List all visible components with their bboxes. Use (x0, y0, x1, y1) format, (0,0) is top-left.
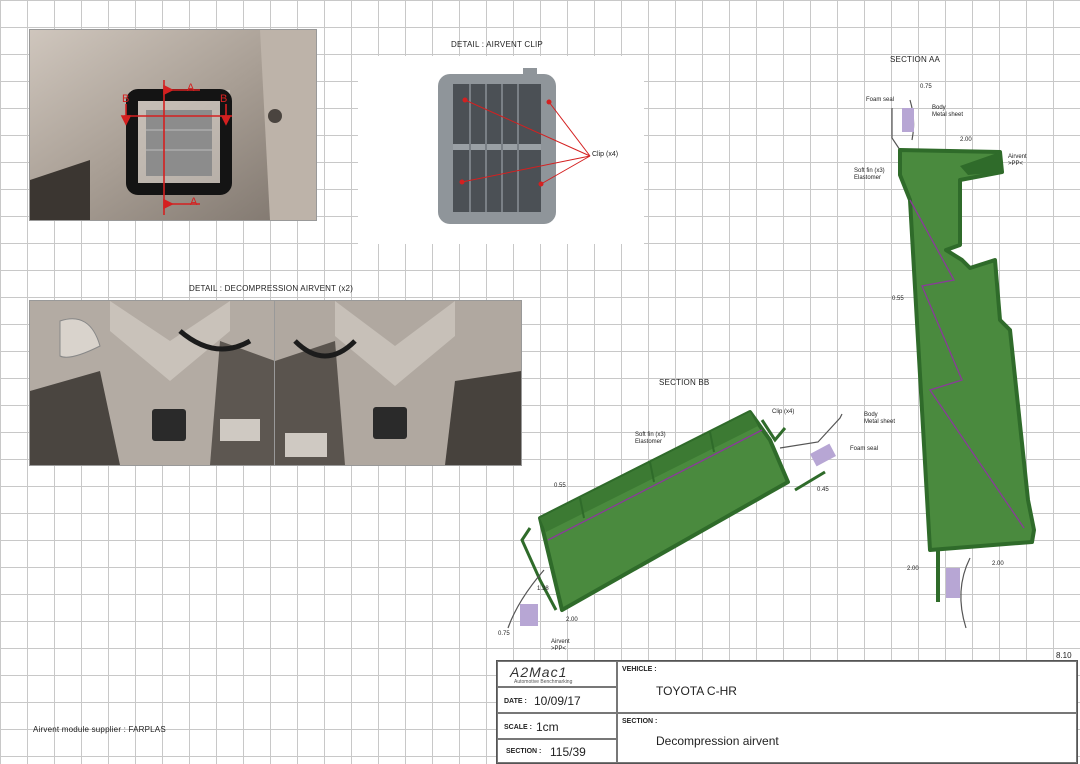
aa-softfin-label-line1: Soft fin (x3) (854, 168, 885, 174)
date-value: 10/09/17 (534, 694, 581, 708)
section-aa-title: SECTION AA (890, 55, 941, 64)
vehicle-cell: VEHICLE : TOYOTA C-HR (617, 661, 1077, 713)
aa-dim-200-right: 2.00 (992, 561, 1004, 567)
aa-body-label-line2: Metal sheet (932, 112, 964, 118)
a2mac1-logo: A2Mac1 (510, 664, 568, 680)
bb-softfin-label-line2: Elastomer (635, 439, 663, 445)
bb-dim-045: 0.45 (817, 487, 829, 493)
bb-clip-label: Clip (x4) (772, 409, 795, 415)
aa-dim-200-left: 2.00 (907, 566, 919, 572)
scale-reference: 8.10 (1054, 651, 1074, 660)
vehicle-label: VEHICLE : (622, 666, 657, 673)
bb-airvent-label-line1: Airvent (551, 639, 570, 645)
section-name-cell: SECTION : Decompression airvent (617, 713, 1077, 763)
aa-foam-seal-label: Foam seal (866, 97, 895, 103)
title-block: A2Mac1 Automotive Benchmarking VEHICLE :… (496, 660, 1078, 764)
airvent-location-photo: A A B B (29, 29, 317, 221)
aa-body-label-line1: Body (932, 105, 946, 111)
section-marker-b-left: B (122, 93, 130, 105)
a2mac1-logo-subtitle: Automotive Benchmarking (514, 679, 573, 685)
bb-dim-075: 0.75 (498, 631, 510, 637)
aa-dim-055: 0.55 (892, 296, 904, 302)
aa-airvent-label-line1: Airvent (1008, 154, 1027, 160)
section-number-label: SECTION : (506, 748, 542, 755)
clip-label: Clip (x4) (592, 151, 619, 158)
section-name-label: SECTION : (622, 718, 658, 725)
scale-value: 1cm (536, 720, 559, 734)
aa-dim-075: 0.75 (920, 84, 932, 90)
bb-dim-138: 1.38 (537, 586, 549, 592)
detail-decompression-caption: DETAIL : DECOMPRESSION AIRVENT (x2) (189, 284, 354, 293)
section-name-value: Decompression airvent (656, 734, 779, 748)
detail-clip-caption: DETAIL : AIRVENT CLIP (451, 40, 543, 49)
decompression-airvent-photo-right (274, 300, 522, 466)
scale-cell: SCALE : 1cm (497, 713, 617, 739)
decompression-airvent-photo-left (29, 300, 276, 466)
supplier-note: Airvent module supplier : FARPLAS (33, 725, 166, 734)
section-bb-drawing (507, 410, 843, 629)
airvent-clip-panel: Clip (x4) (358, 56, 644, 244)
section-marker-a-bottom: A (190, 196, 198, 208)
aa-airvent-label-line2: >PP< (1008, 161, 1024, 167)
section-marker-b-right: B (220, 93, 228, 105)
section-number-value: 115/39 (550, 745, 586, 759)
logo-cell: A2Mac1 Automotive Benchmarking (497, 661, 617, 687)
aa-dim-200-top: 2.00 (960, 137, 972, 143)
bb-body-label-line1: Body (864, 412, 878, 418)
section-aa-drawing (891, 99, 1036, 629)
section-number-cell: SECTION : 115/39 (497, 739, 617, 763)
vehicle-value: TOYOTA C-HR (656, 684, 737, 698)
section-bb-title: SECTION BB (659, 378, 710, 387)
bb-foam-seal-label: Foam seal (850, 446, 879, 452)
aa-softfin-label-line2: Elastomer (854, 175, 882, 181)
bb-body-label-line2: Metal sheet (864, 419, 896, 425)
bb-dim-200: 2.00 (566, 617, 578, 623)
bb-dim-055: 0.55 (554, 483, 566, 489)
bb-softfin-label-line1: Soft fin (x3) (635, 432, 666, 438)
date-cell: DATE : 10/09/17 (497, 687, 617, 713)
scale-label: SCALE : (504, 724, 532, 731)
date-label: DATE : (504, 698, 527, 705)
bb-airvent-label-line2: >PP< (551, 646, 567, 652)
section-marker-a-top: A (187, 82, 195, 94)
